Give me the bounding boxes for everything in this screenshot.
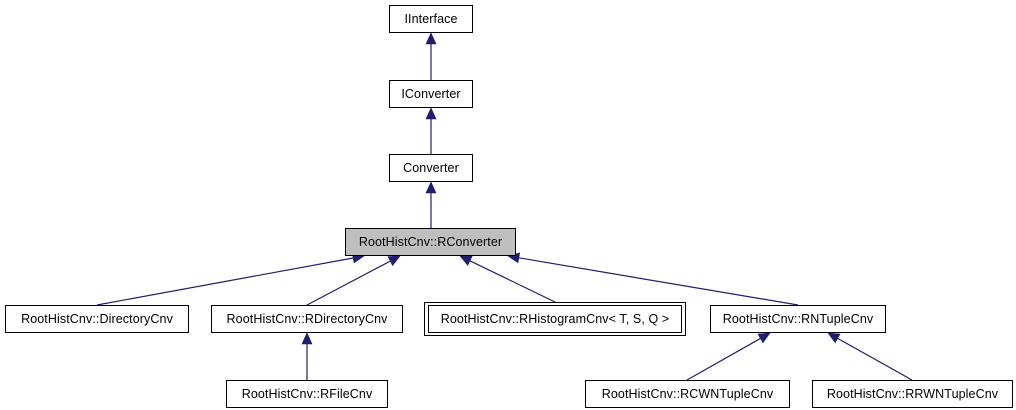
- class-node-label: RootHistCnv::RConverter: [358, 234, 503, 249]
- inheritance-edge: [306, 255, 401, 306]
- class-node-label: RootHistCnv::RRWNTupleCnv: [826, 386, 999, 401]
- class-node-rdirectorycnv[interactable]: RootHistCnv::RDirectoryCnv: [211, 305, 403, 333]
- class-node-directorycnv[interactable]: RootHistCnv::DirectoryCnv: [5, 305, 189, 333]
- class-node-label: RootHistCnv::RCWNTupleCnv: [601, 386, 774, 401]
- edge-line: [306, 260, 391, 306]
- class-node-label: RootHistCnv::RHistogramCnv< T, S, Q >: [440, 311, 670, 326]
- arrowhead-icon: [387, 255, 401, 267]
- class-node-label: RootHistCnv::RNTupleCnv: [722, 311, 874, 326]
- arrowhead-icon: [827, 332, 841, 344]
- class-node-rfilecnv[interactable]: RootHistCnv::RFileCnv: [226, 380, 388, 408]
- class-node-iinterface[interactable]: IInterface: [389, 5, 473, 33]
- inheritance-edge: [425, 181, 437, 228]
- class-node-converter[interactable]: Converter: [389, 154, 473, 182]
- inheritance-edge: [425, 107, 437, 154]
- inheritance-edge: [507, 252, 799, 306]
- arrowhead-icon: [425, 181, 437, 194]
- class-node-label: IConverter: [401, 86, 461, 101]
- class-node-rrwntuplecnv[interactable]: RootHistCnv::RRWNTupleCnv: [812, 380, 1013, 408]
- class-node-label: IInterface: [404, 11, 458, 26]
- class-node-label: RootHistCnv::DirectoryCnv: [21, 311, 173, 326]
- inheritance-edge: [301, 332, 313, 380]
- class-node-label: RootHistCnv::RDirectoryCnv: [226, 311, 388, 326]
- arrowhead-icon: [757, 332, 771, 344]
- inheritance-edge: [96, 252, 365, 306]
- class-node-rcwntuplecnv[interactable]: RootHistCnv::RCWNTupleCnv: [585, 380, 790, 408]
- class-node-rntuplecnv[interactable]: RootHistCnv::RNTupleCnv: [710, 305, 886, 333]
- inheritance-edge: [686, 332, 771, 381]
- class-node-label: Converter: [403, 160, 459, 175]
- inheritance-edge: [827, 332, 913, 381]
- arrowhead-icon: [425, 32, 437, 45]
- class-node-iconverter[interactable]: IConverter: [389, 80, 473, 108]
- arrowhead-icon: [425, 107, 437, 120]
- inheritance-edge: [425, 32, 437, 80]
- edge-line: [686, 337, 761, 381]
- edge-line: [518, 257, 799, 306]
- template-inner-border: RootHistCnv::RHistogramCnv< T, S, Q >: [428, 305, 682, 333]
- edge-line: [837, 337, 913, 381]
- inheritance-edge: [459, 255, 556, 303]
- class-node-label: RootHistCnv::RFileCnv: [241, 386, 373, 401]
- arrowhead-icon: [459, 255, 473, 266]
- edge-line: [96, 257, 354, 306]
- class-node-rhistogramcnv[interactable]: RootHistCnv::RHistogramCnv< T, S, Q >: [424, 302, 686, 336]
- arrowhead-icon: [301, 332, 313, 345]
- class-node-rconverter[interactable]: RootHistCnv::RConverter: [345, 228, 516, 256]
- edge-line: [469, 260, 556, 303]
